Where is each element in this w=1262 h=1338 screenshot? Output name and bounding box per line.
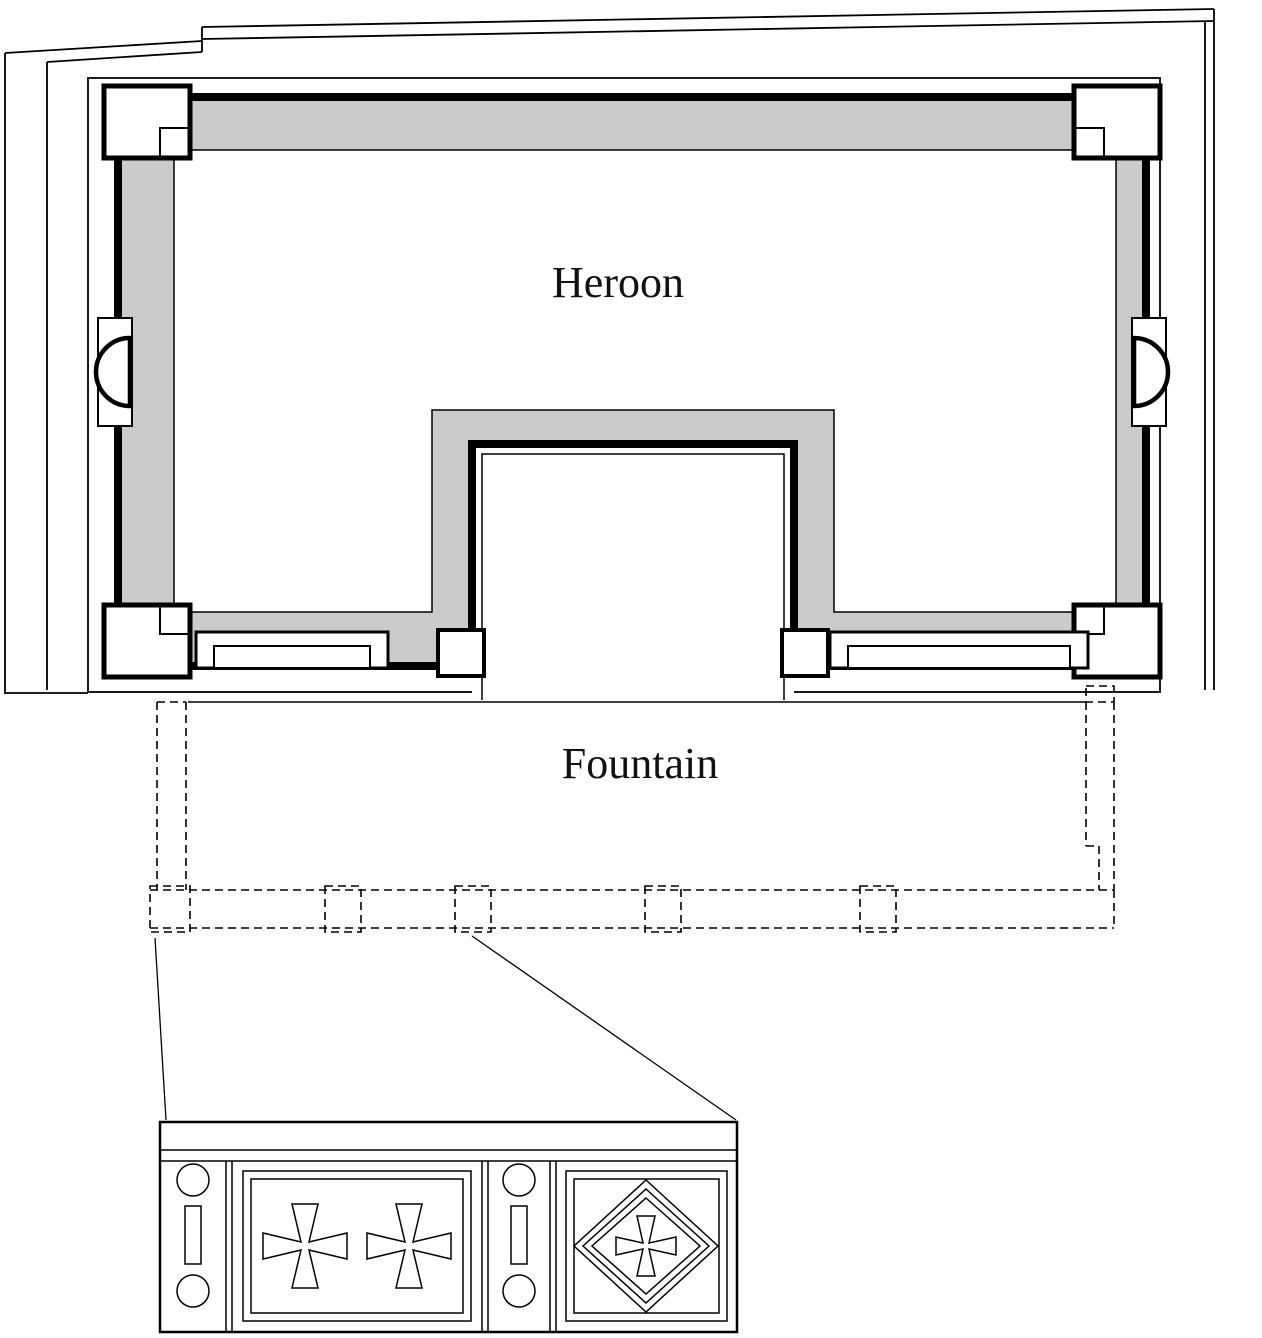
- post-disc: [176, 1274, 210, 1308]
- site-boundary-lines: [4, 8, 1215, 694]
- right-apse: [1131, 317, 1171, 427]
- parapet-detail: [158, 1120, 739, 1334]
- diamond-outline: [590, 1196, 702, 1296]
- pilaster-top-right: [1071, 83, 1163, 161]
- left-apse: [93, 317, 133, 427]
- post-slot: [184, 1205, 202, 1265]
- boundary-line: [46, 51, 203, 63]
- detail-post: [502, 1163, 536, 1308]
- fountain-area: Fountain: [149, 685, 1115, 933]
- pilaster-step: [1074, 127, 1105, 158]
- detail-leader-lines: [154, 935, 737, 1121]
- notch-opening: [472, 442, 794, 702]
- leader-line: [154, 937, 167, 1121]
- leader-line: [471, 935, 737, 1121]
- boundary-line: [201, 20, 1215, 40]
- cross-icon: [615, 1215, 677, 1277]
- cross-icon: [262, 1203, 348, 1289]
- pilaster-step: [159, 605, 190, 635]
- dashed-pier: [149, 885, 191, 933]
- diamond-outline: [572, 1178, 720, 1314]
- panel-inner-frame: [250, 1178, 464, 1314]
- step-inner-left: [213, 645, 371, 669]
- heroon-building: Heroon: [93, 83, 1171, 702]
- courtyard-floor: [173, 149, 1117, 613]
- pilaster-bottom-left: [101, 602, 193, 680]
- diamond-outline: [581, 1187, 711, 1305]
- panel-outer-frame: [242, 1170, 472, 1322]
- post-disc: [502, 1163, 536, 1197]
- post-slot: [510, 1205, 528, 1265]
- dashed-line: [1086, 845, 1100, 890]
- fountain-dashed-outline: [149, 685, 1115, 933]
- bottom-steps: [194, 630, 1090, 670]
- notch-pilaster-left: [436, 628, 486, 678]
- post-disc: [176, 1163, 210, 1197]
- boundary-line: [201, 8, 1215, 28]
- cross-panel: [242, 1170, 472, 1322]
- panel-outer-frame: [565, 1170, 728, 1322]
- boundary-line: [4, 40, 203, 54]
- dashed-pier: [644, 885, 682, 933]
- notch-inner-line: [481, 453, 785, 700]
- dashed-pier: [454, 885, 492, 933]
- heroon-label: Heroon: [552, 258, 684, 307]
- step-inner-right: [847, 645, 1071, 669]
- pilaster-step: [159, 127, 190, 158]
- apse-semicircle: [1131, 335, 1171, 409]
- dashed-block: [1085, 685, 1115, 703]
- apse-semicircle: [93, 335, 133, 409]
- fountain-label: Fountain: [562, 739, 718, 788]
- dashed-pier: [859, 885, 897, 933]
- dashed-pier: [324, 885, 362, 933]
- detail-post: [176, 1163, 210, 1308]
- cross-icon: [366, 1203, 452, 1289]
- notch-pilaster-right: [780, 628, 830, 678]
- notch-pilasters: [436, 628, 830, 678]
- diamond-panel: [565, 1170, 728, 1322]
- post-disc: [502, 1274, 536, 1308]
- pilaster-top-left: [101, 83, 193, 161]
